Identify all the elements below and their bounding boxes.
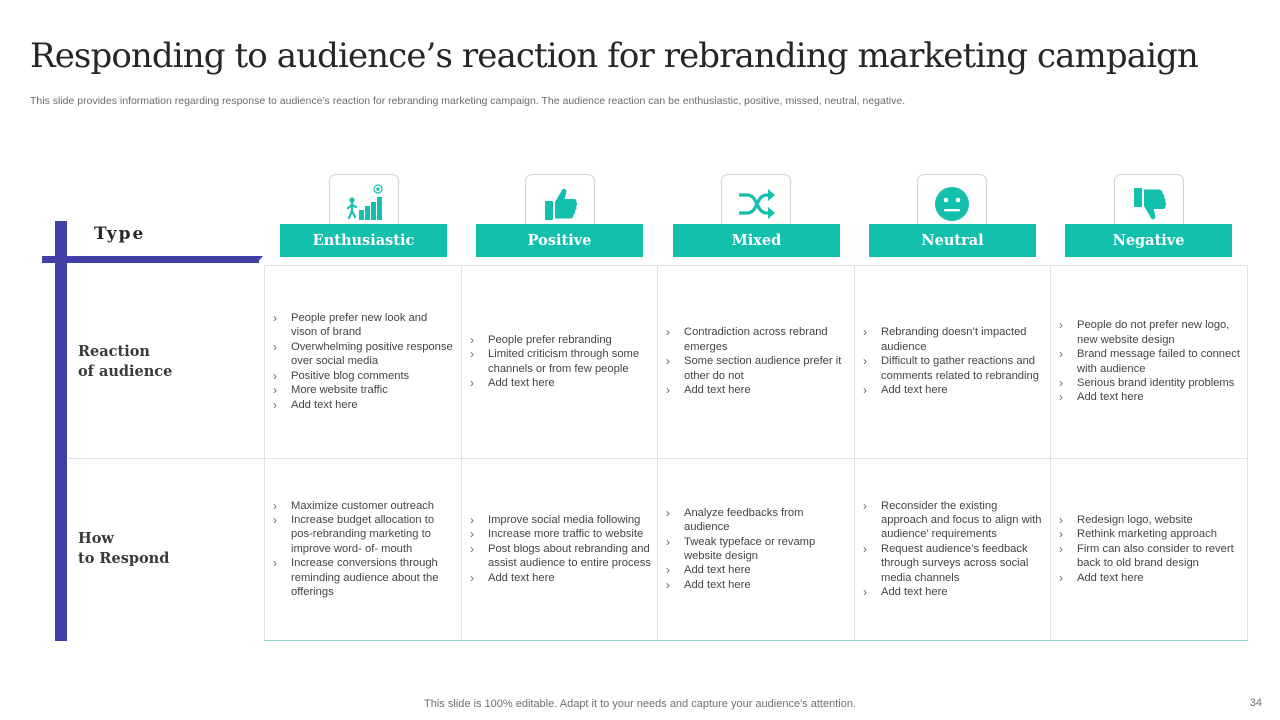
bullet-item: Contradiction across rebrand emerges: [666, 325, 849, 354]
bullet-item: People prefer new look and vison of bran…: [273, 311, 456, 340]
column-header-positive: Positive: [476, 224, 643, 257]
row-label-line: to Respond: [78, 550, 170, 567]
row-label-line: How: [78, 530, 114, 547]
neutral-face-icon: [935, 186, 969, 221]
shuffle-icon: [739, 188, 775, 219]
bullet-list: Analyze feedbacks from audience Tweak ty…: [666, 506, 849, 593]
grid-line: [68, 458, 1248, 459]
grid-line: [1050, 265, 1051, 641]
bullet-item: More website traffic: [273, 383, 456, 398]
bullet-item: Reconsider the existing approach and foc…: [863, 499, 1046, 542]
cell-respond-positive: Improve social media following Increase …: [461, 458, 657, 640]
bullet-item: Increase conversions through reminding a…: [273, 556, 456, 599]
bullet-item: Positive blog comments: [273, 369, 456, 384]
bullet-item: Add text here: [666, 383, 849, 398]
bullet-item: Rethink marketing approach: [1059, 527, 1242, 542]
bullet-item: Add text here: [273, 398, 456, 413]
bullet-item: Increase more traffic to website: [470, 527, 653, 542]
type-bracket-horizontal: [42, 256, 259, 263]
row-label-line: Reaction: [78, 343, 150, 360]
header-icon-neutral: [917, 174, 987, 226]
bullet-item: Add text here: [470, 376, 653, 391]
bullet-item: Post blogs about rebranding and assist a…: [470, 542, 653, 571]
grid-line: [657, 265, 658, 641]
column-header-neutral: Neutral: [869, 224, 1036, 257]
grid-bottom-line: [264, 640, 1248, 641]
bullet-item: People do not prefer new logo, new websi…: [1059, 318, 1242, 347]
header-icon-enthusiastic: [329, 174, 399, 226]
bullet-item: Add text here: [666, 563, 849, 578]
column-header-enthusiastic: Enthusiastic: [280, 224, 447, 257]
bullet-item: Rebranding doesn’t impacted audience: [863, 325, 1046, 354]
cell-respond-enthusiastic: Maximize customer outreach Increase budg…: [264, 458, 460, 640]
thumbs-up-icon: [545, 188, 578, 220]
bullet-list: Redesign logo, website Rethink marketing…: [1059, 513, 1242, 585]
grid-line: [854, 265, 855, 641]
bullet-item: Add text here: [666, 578, 849, 593]
bullet-list: Reconsider the existing approach and foc…: [863, 499, 1046, 600]
bullet-item: Brand message failed to connect with aud…: [1059, 347, 1242, 376]
cell-respond-negative: Redesign logo, website Rethink marketing…: [1050, 458, 1246, 640]
slide-title: Responding to audience’s reaction for re…: [30, 36, 1199, 76]
bullet-item: Increase budget allocation to pos-rebran…: [273, 513, 456, 556]
bullet-item: People prefer rebranding: [470, 333, 653, 348]
cell-reaction-mixed: Contradiction across rebrand emerges Som…: [657, 265, 853, 458]
bullet-item: Some section audience prefer it other do…: [666, 354, 849, 383]
growth-stairs-icon: [346, 183, 383, 220]
bullet-item: Difficult to gather reactions and commen…: [863, 354, 1046, 383]
cell-reaction-negative: People do not prefer new logo, new websi…: [1050, 265, 1246, 458]
cell-reaction-enthusiastic: People prefer new look and vison of bran…: [264, 265, 460, 458]
bullet-list: Maximize customer outreach Increase budg…: [273, 499, 456, 600]
header-icon-positive: [525, 174, 595, 226]
cell-reaction-neutral: Rebranding doesn’t impacted audience Dif…: [854, 265, 1050, 458]
bullet-item: Redesign logo, website: [1059, 513, 1242, 528]
bullet-item: Overwhelming positive response over soci…: [273, 340, 456, 369]
bullet-item: Add text here: [863, 585, 1046, 600]
bullet-item: Add text here: [863, 383, 1046, 398]
bullet-item: Limited criticism through some channels …: [470, 347, 653, 376]
grid-line: [264, 265, 265, 641]
grid-line: [461, 265, 462, 641]
bullet-item: Add text here: [1059, 571, 1242, 586]
row-label-reaction: Reaction of audience: [78, 342, 258, 382]
bullet-list: Contradiction across rebrand emerges Som…: [666, 325, 849, 397]
bullet-item: Request audience’s feedback through surv…: [863, 542, 1046, 585]
thumbs-down-icon: [1134, 187, 1167, 219]
slide-subtitle: This slide provides information regardin…: [30, 95, 906, 107]
column-header-mixed: Mixed: [673, 224, 840, 257]
cell-respond-neutral: Reconsider the existing approach and foc…: [854, 458, 1050, 640]
bullet-item: Firm can also consider to revert back to…: [1059, 542, 1242, 571]
bullet-list: People do not prefer new logo, new websi…: [1059, 318, 1242, 405]
grid-line: [264, 265, 1248, 266]
bullet-list: Rebranding doesn’t impacted audience Dif…: [863, 325, 1046, 397]
bullet-item: Maximize customer outreach: [273, 499, 456, 514]
page-number: 34: [1249, 697, 1262, 709]
type-bracket-vertical: [55, 221, 67, 641]
bullet-item: Add text here: [1059, 390, 1242, 405]
bullet-item: Analyze feedbacks from audience: [666, 506, 849, 535]
header-icon-mixed: [721, 174, 791, 226]
grid-line: [1247, 265, 1248, 641]
bullet-list: People prefer new look and vison of bran…: [273, 311, 456, 412]
bullet-list: Improve social media following Increase …: [470, 513, 653, 585]
footer-note: This slide is 100% editable. Adapt it to…: [424, 698, 856, 710]
cell-respond-mixed: Analyze feedbacks from audience Tweak ty…: [657, 458, 853, 640]
bullet-item: Serious brand identity problems: [1059, 376, 1242, 391]
row-label-respond: How to Respond: [78, 529, 258, 569]
bullet-item: Add text here: [470, 571, 653, 586]
column-header-negative: Negative: [1065, 224, 1232, 257]
type-label: Type: [94, 224, 146, 244]
bullet-item: Improve social media following: [470, 513, 653, 528]
type-bracket-tip: [257, 256, 263, 263]
bullet-list: People prefer rebranding Limited critici…: [470, 333, 653, 391]
row-label-line: of audience: [78, 363, 173, 380]
bullet-item: Tweak typeface or revamp website design: [666, 535, 849, 564]
cell-reaction-positive: People prefer rebranding Limited critici…: [461, 265, 657, 458]
header-icon-negative: [1114, 174, 1184, 226]
